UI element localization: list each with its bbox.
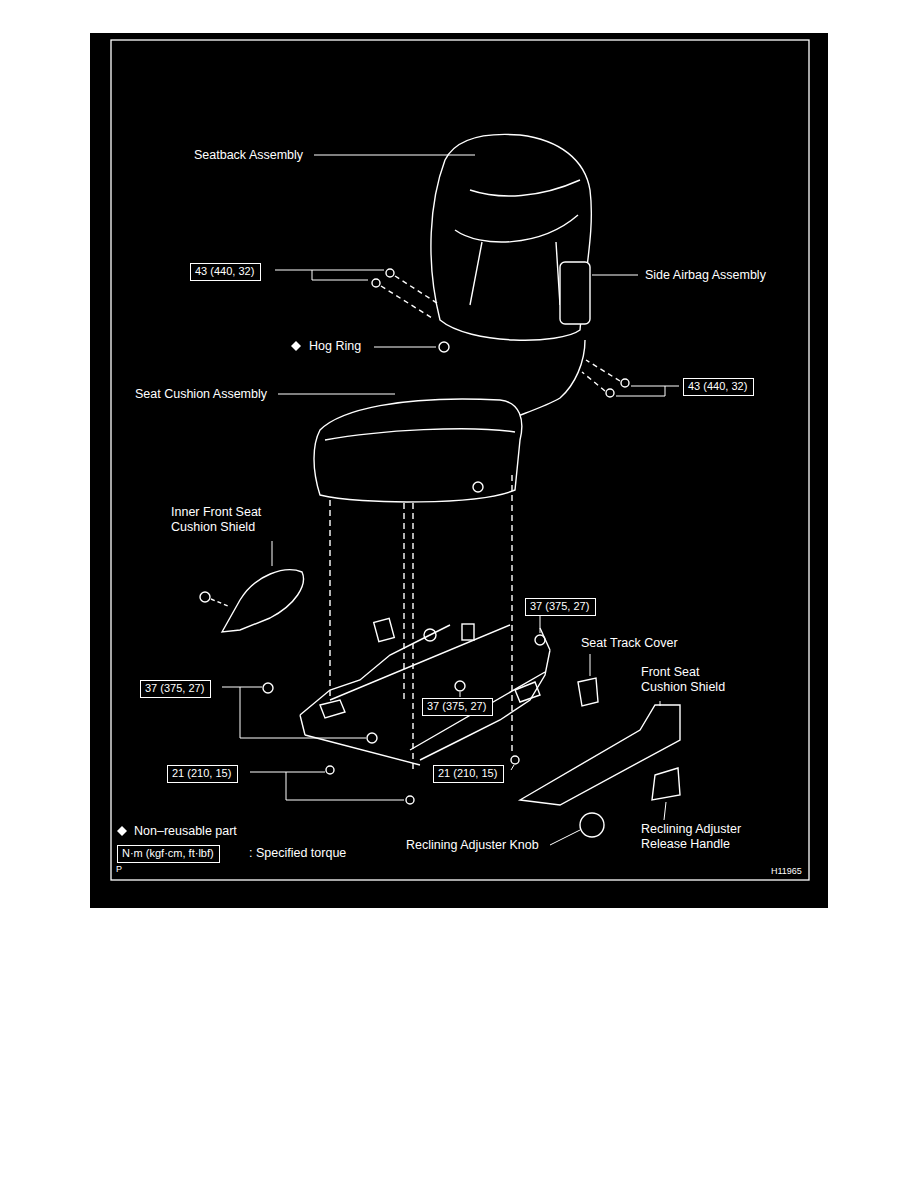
torque-box: 43 (440, 32) [190,263,261,281]
leader-lines [222,155,679,845]
bolt [406,796,414,804]
assembly-dashes [330,475,512,770]
inner-frame [111,40,809,880]
torque-box: N·m (kgf·cm, ft·lbf) [117,845,220,863]
assembly-dashes [381,276,620,391]
torque-value: 43 (440, 32) [195,265,256,278]
part-name: : Specified torque [248,846,347,861]
parts-drawing [200,134,680,837]
bolt [367,733,377,743]
legend-text: Non–reusable part [134,824,237,838]
seat-frame [300,625,550,765]
leader-line [314,155,475,156]
inner-shield [222,570,303,632]
torque-bracket [275,270,384,280]
part-name: Front Seat Cushion Shield [640,665,740,695]
seat-track-cover [578,678,598,706]
leader-line [272,541,273,566]
hog-ring [439,342,449,352]
part-name: Seat Cushion Assembly [134,387,268,402]
torque-box: 21 (210, 15) [167,765,238,783]
part-name: Side Airbag Assembly [644,268,767,283]
seatbelt-buckle [374,618,395,641]
cushion-outline [314,399,522,502]
assembly-dashes [211,599,228,606]
leader-line [374,347,436,348]
part-name: Reclining Adjuster Knob [405,838,540,853]
torque-bracket [222,687,366,738]
bolt [606,389,614,397]
front-shield [520,705,680,805]
leader-line [660,701,661,706]
torque-bracket [250,772,404,800]
part-name: Reclining Adjuster Release Handle [640,822,764,852]
leader-line [460,692,461,697]
torque-value: 37 (375, 27) [530,600,591,613]
cushion-knob [473,482,483,492]
torque-box: 37 (375, 27) [422,698,493,716]
leader-line [540,616,541,633]
torque-value: 21 (210, 15) [172,767,233,780]
torque-box: 43 (440, 32) [683,378,754,396]
release-handle [652,768,680,800]
part-name: Hog Ring [308,339,362,354]
figure-code: H11965 [770,866,803,877]
bolt [511,756,519,764]
screw [200,592,210,602]
seatback-outline [431,134,591,340]
legend-entry: Non–reusable part [133,824,238,839]
torque-value: 37 (375, 27) [427,700,488,713]
part-name: Seat Track Cover [580,636,679,651]
bolt [372,279,380,287]
torque-bracket [616,386,679,396]
side-airbag [560,262,590,324]
leader-line [278,394,395,395]
torque-box: 21 (210, 15) [433,765,504,783]
frame-block [462,624,474,640]
part-name: Inner Front Seat Cushion Shield [170,505,284,535]
leader-line [592,275,638,276]
bolt [386,269,394,277]
torque-value: N·m (kgf·cm, ft·lbf) [122,847,215,860]
non-reusable-mark [291,341,301,351]
torque-box: 37 (375, 27) [525,598,596,616]
torque-box: 37 (375, 27) [140,680,211,698]
bolt [326,766,334,774]
reclining-knob [580,813,604,837]
bolt [263,683,273,693]
bolt [535,635,545,645]
leader-line [590,654,591,676]
leader-line [550,830,580,845]
torque-value: 21 (210, 15) [438,767,499,780]
cushion-seam [325,429,515,440]
recliner-hub [424,629,436,641]
figure-code: P [115,864,123,875]
legend-diamond [117,826,127,836]
part-name: Seatback Assembly [193,148,304,163]
leader-line [511,765,514,770]
torque-value: 37 (375, 27) [145,682,206,695]
frame-brackets [320,682,540,718]
black-panel [90,33,828,908]
torque-value: 43 (440, 32) [688,380,749,393]
bolt [621,379,629,387]
leader-line [664,802,666,820]
bolt [455,681,465,691]
